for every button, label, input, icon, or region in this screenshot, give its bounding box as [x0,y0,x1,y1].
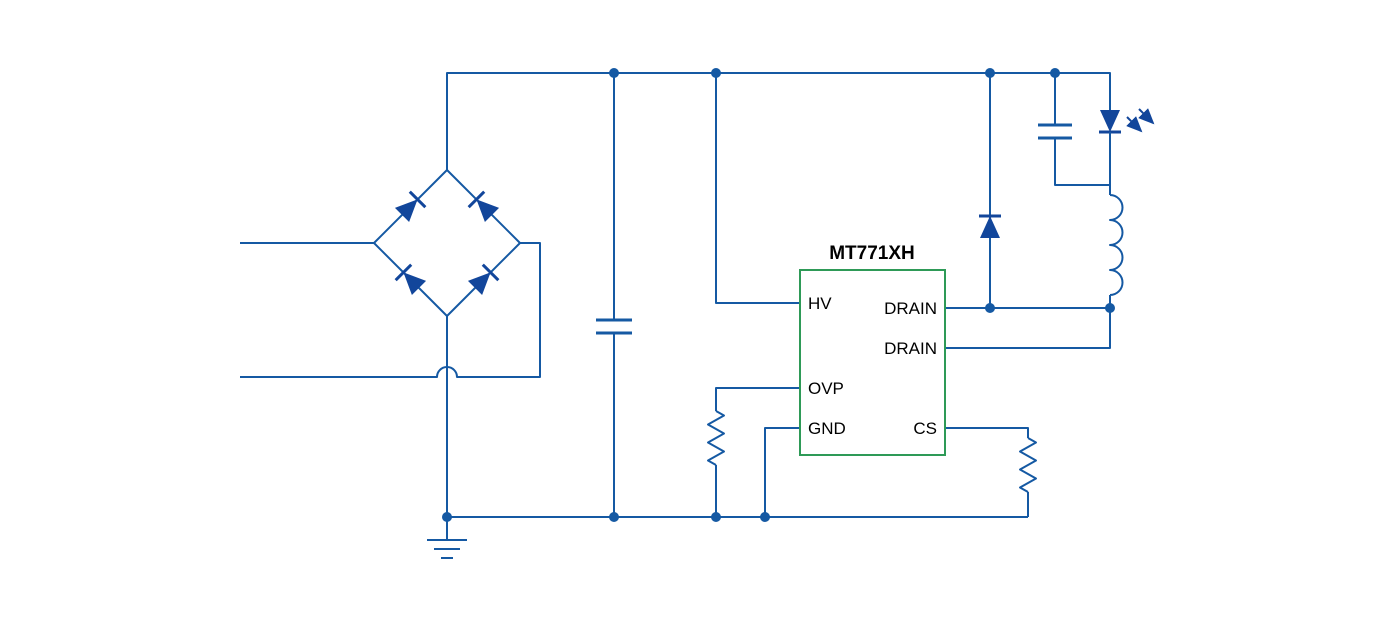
input-filter-capacitor [596,73,632,517]
pin-label-ovp: OVP [808,379,844,398]
pin-label-drain1: DRAIN [884,299,937,318]
led-branch [1097,108,1155,195]
inductor [1109,194,1124,308]
junction-dot [609,68,619,78]
drain2-wire [945,308,1111,349]
cs-wire [945,427,1029,438]
led-light-arrows-icon [1126,108,1155,133]
cs-resistor [1019,437,1037,493]
freewheeling-diode-icon [977,214,1003,240]
pin-label-cs: CS [913,419,937,438]
ic-title: MT771XH [829,243,915,264]
bridge-rectifier [373,169,521,317]
ovp-resistor-branch [707,387,800,517]
ic-body [799,269,946,456]
ovp-wire [715,387,800,411]
top-rail-wire [446,72,1111,170]
pin-label-gnd: GND [808,419,846,438]
junction-dot [1050,68,1060,78]
output-capacitor-leads [1054,73,1110,186]
junction-dot [711,68,721,78]
pin-label-drain2: DRAIN [884,339,937,358]
hv-wire [715,73,800,304]
junction-dot [985,68,995,78]
ic: MT771XH HV OVP GND DRAIN DRAIN CS [799,243,946,456]
junction-dot [1105,303,1115,313]
junction-dot [760,512,770,522]
output-capacitor-plates [1038,123,1072,140]
freewheeling-diode-branch [977,73,1003,308]
cs-resistor-branch [945,427,1037,517]
gnd-wire [764,427,800,517]
led-icon [1097,108,1123,134]
ground-symbol-icon [427,517,467,559]
output-capacitor [1038,73,1110,186]
pin-label-hv: HV [808,294,832,313]
input-capacitor-plates [596,318,632,335]
bridge-outline [373,169,521,317]
junction-dot [442,512,452,522]
junction-dot [985,303,995,313]
junction-dot [609,512,619,522]
ac-input-lower-wire [240,242,541,378]
junction-dots [442,68,1115,522]
junction-dot [711,512,721,522]
ovp-resistor [707,410,725,466]
